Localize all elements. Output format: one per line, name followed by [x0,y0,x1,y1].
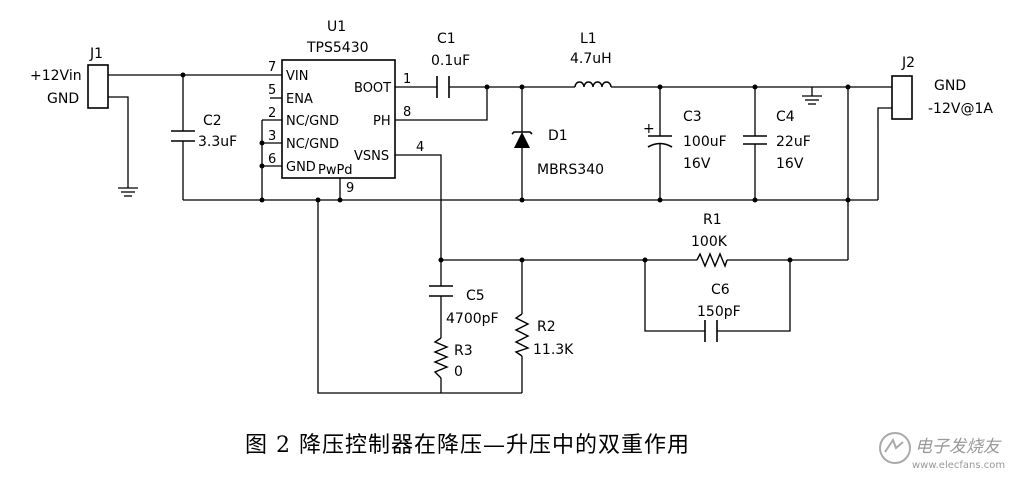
r3-ref: R3 [454,343,473,359]
u1-ref: U1 [327,19,346,35]
u1-pin-name-gnd: GND [286,160,316,175]
resistor-r3: R3 0 [433,337,473,380]
j2-pin-bottom-label: -12V@1A [928,101,993,117]
l1-ref: L1 [580,31,597,47]
resistor-r2: R2 11.3K [514,313,574,358]
diode-d1: D1 MBRS340 [511,128,604,178]
wires [108,74,892,394]
d1-part: MBRS340 [537,162,604,178]
c1-ref: C1 [437,31,456,47]
d1-ref: D1 [548,128,568,144]
c3-rating: 16V [683,156,711,172]
capacitor-c2: C2 3.3uF [171,113,237,150]
watermark-brand: 电子发烧友 [915,437,1002,457]
watermark-logo-icon [879,432,911,464]
ic-u1: U1 TPS5430 7 5 2 3 6 1 8 4 9 VIN ENA NC/… [268,19,424,196]
c3-ref: C3 [683,109,702,125]
u1-part: TPS5430 [306,40,369,56]
u1-pin-name-boot: BOOT [354,81,391,96]
c2-ref: C2 [203,113,222,129]
r2-ref: R2 [537,319,556,335]
c4-value: 22uF [776,134,811,150]
u1-pin-num-vin: 7 [268,60,276,75]
c3-value: 100uF [683,134,727,150]
c5-value: 4700pF [446,311,499,327]
capacitor-c3: + C3 100uF 16V [643,109,727,172]
watermark: 电子发烧友 www.elecfans.com [879,432,1005,471]
u1-pin-num-pwpd: 9 [346,181,354,196]
c4-rating: 16V [776,156,804,172]
u1-pin-name-pwpd: PwPd [318,163,353,178]
junction-dots [180,72,851,263]
j2-ref: J2 [901,55,915,71]
u1-pin-num-ph: 8 [403,105,411,120]
u1-pin-name-nc1: NC/GND [286,114,339,129]
capacitor-c5: C5 4700pF [429,285,499,327]
c4-ref: C4 [776,109,795,125]
u1-pin-num-gnd: 6 [268,152,276,167]
c1-value: 0.1uF [431,53,470,69]
u1-pin-num-nc2: 3 [268,129,276,144]
c3-polarity-plus: + [643,121,655,137]
u1-pin-num-ena: 5 [268,83,276,98]
c6-ref: C6 [711,282,730,298]
capacitor-c1: C1 0.1uF [431,31,470,98]
ground-symbol [802,95,822,105]
r3-value: 0 [454,364,463,380]
j1-pin-top-label: +12Vin [30,68,82,84]
j2-pin-top-label: GND [934,78,966,94]
capacitor-c4: C4 22uF 16V [743,109,811,172]
u1-pin-num-nc1: 2 [268,106,276,121]
u1-pin-num-boot: 1 [403,72,411,87]
watermark-url: www.elecfans.com [912,460,1005,471]
j1-pin-bottom-label: GND [47,91,79,107]
u1-pin-name-vsns: VSNS [354,149,389,164]
c5-ref: C5 [466,288,485,304]
u1-pin-name-ena: ENA [286,92,313,107]
figure-caption: 图 2 降压控制器在降压—升压中的双重作用 [245,433,690,458]
j1-ref: J1 [89,46,103,62]
u1-pin-name-vin: VIN [286,69,308,84]
r1-ref: R1 [703,212,722,228]
r1-value: 100K [691,234,728,250]
ground-symbol [118,187,138,197]
r2-value: 11.3K [533,342,574,358]
u1-pin-num-vsns: 4 [416,140,424,155]
u1-pin-name-ph: PH [373,114,391,129]
resistor-r1: R1 100K [691,212,728,268]
connector-j2: J2 GND -12V@1A [891,55,993,120]
c6-value: 150pF [697,304,741,320]
c2-value: 3.3uF [198,134,237,150]
connector-j1: J1 +12Vin GND [30,46,109,109]
capacitor-c6: C6 150pF [697,282,741,342]
u1-pin-name-nc2: NC/GND [286,137,339,152]
l1-value: 4.7uH [570,51,612,67]
inductor-l1: L1 4.7uH [570,31,612,88]
